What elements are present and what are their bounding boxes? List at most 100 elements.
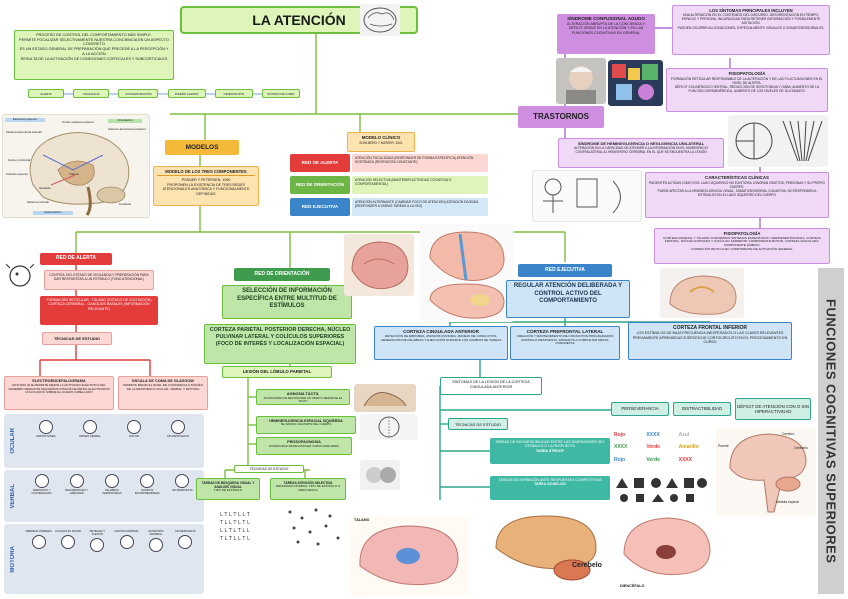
brainstem-diagram-image: Cerebro Puente Cerebelo Médula espinal [716,428,816,516]
brain-talamo-image: TÁLAMO [350,516,468,596]
glasgow-ocular-panel: OCULAR ESPONTÁNEA ORDEN VERBAL DOLOR SIN… [4,414,204,468]
side-title-text: FUNCIONES COGNITIVAS SUPERIORES [823,298,839,564]
diagram-label: Cortex prefrontal [7,158,31,162]
clinico-row: RED DE ORIENTACIÓN ATENCIÓN SELECTIVA (M… [290,176,488,196]
sintomas-line: PUEDEN OCURRIR ALUCINACIONES, ESPECIALME… [677,25,825,30]
faces-image [360,460,400,490]
arousal-step: ALERTA [28,89,64,98]
glasgow-verbal-item: SONIDOS INCOMPRENSIBLES [131,474,163,495]
fisiopatologia-2-line: FORMACIÓN RETICULAR: COMPONENTE DE ACTIV… [691,247,793,252]
sintoma-distractibilidad: DISTRACTIBILIDAD [673,402,731,416]
label-puente: Puente [718,444,729,448]
clinico-row-label: RED DE ALERTA [290,154,350,172]
red-ejecutiva-definition: REGULAR ATENCIÓN DELIBERADA Y CONTROL AC… [506,280,630,318]
glasgow-ocular-item: SIN RESPUESTA [159,420,197,438]
fisiopatologia-1-line: FORMACIÓN RETICULAR RESPONSABLE DE LA AL… [671,76,823,85]
modelo-clinico-table: RED DE ALERTA ATENCIÓN FOCALIZADA (RESPO… [290,154,488,218]
caracteristicas-line: PACIENTES ACTÚAN COMO SI EL LADO IZQUIER… [649,180,825,189]
caracteristicas-box: CARACTERÍSTICAS CLÍNICAS PACIENTES ACTÚA… [645,172,829,218]
intro-line: ES UN ESTADO GENERAL DE PREPARACIÓN QUE … [19,47,169,56]
red-orientacion-title: RED DE ORIENTACIÓN [254,270,310,277]
red-ejecutiva-title: RED EJECUTIVA [545,266,585,273]
clinico-row: RED DE ALERTA ATENCIÓN FOCALIZADA (RESPO… [290,154,488,174]
symbol-field-image [282,504,344,548]
red-alerta-tecnicas-header: TÉCNICAS DE ESTUDIO [42,332,112,345]
red-ejecutiva-tecnicas-header: TÉCNICAS DE ESTUDIO [448,418,508,430]
glasgow-verbal-panel: VERBAL ORIENTADO Y CONVERSANDO DESORIENT… [4,470,204,522]
fisiopatologia-2-line: CORTEZA PARIETAL Y TÁLAMO CONFORMAN SIST… [663,235,821,248]
svg-text:T L T L L T L: T L T L L T L [219,536,250,542]
clinico-row-text: ATENCIÓN SELECTIVA (MANTENER ACTIVIDAD C… [352,176,488,194]
clinico-row-label: RED DE ORIENTACIÓN [290,176,350,194]
page-title-text: LA ATENCIÓN [252,12,346,28]
corteza-frontal-inferior-box: CORTEZA FRONTAL INFERIOR LOS ESTÍMULOS D… [628,322,792,360]
fisiopatologia-2-box: FISIOPATOLOGÍA CORTEZA PARIETAL Y TÁLAMO… [654,228,830,264]
modelo-line: POSNER Y PETERSEN, 1990 [181,178,231,183]
clinico-row-text: ATENCIÓN FOCALIZADA (RESPONDER DE FORMA … [352,154,488,172]
trastornos-header: TRASTORNOS [518,106,604,128]
clinico-row: RED EJECUTIVA ATENCIÓN ALTERNANTE (CAMBI… [290,198,488,218]
brain-sagittal-small-image [660,268,744,318]
fisiopatologia-1-title: FISIOPATOLOGÍA [728,71,766,76]
sintomas-lesion-cingulada: SÍNTOMAS DE LA LESIÓN DE LA CORTEZA CING… [440,377,542,395]
brain-diencefalo-image: DIENCÉFALO [616,510,716,596]
arousal-step: CONCENTRACIÓN [118,89,159,98]
sintomas-box: LOS SÍNTOMAS PRINCIPALES INCLUYEN UNA AL… [672,5,830,55]
confusion-illustration-image [608,60,663,106]
head-alert-icon [6,262,34,290]
side-title-bar: FUNCIONES COGNITIVAS SUPERIORES [818,268,844,594]
modelo-clinico-header: MODELO CLÍNICO SOHLBERG Y MATEER, 2001 [347,132,415,152]
glasgow-motora-panel: MOTORA OBEDECE ÓRDENES LOCALIZA EL DOLOR… [4,524,204,594]
modelos-title: MODELOS [185,143,219,151]
red-orientacion-tecnicas-header: TÉCNICAS DE ESTUDIO [234,465,304,473]
brain-lateral-image [344,234,414,296]
stroop-word: Rojo [614,432,626,438]
glasgow-verbal-item: PALABRAS INAPROPIADAS [96,474,128,495]
diagram-label: Cortex parietal posterior [61,120,94,124]
modelos-header: MODELOS [165,140,239,155]
arousal-step: ESTADO DE COMA [261,89,300,98]
intro-line: PERMITE FOCALIZAR SELECTIVAMENTE NUESTRA… [19,37,169,47]
stroop-word: XXXX [614,444,628,451]
stroop-word: Verde [646,444,660,451]
brain-sketch-image [360,4,400,36]
red-orientacion-definition: SELECCIÓN DE INFORMACIÓN ESPECÍFICA ENTR… [222,285,352,319]
stroop-word: Azul [678,432,690,438]
red-alerta-header: RED DE ALERTA [40,253,112,265]
red-orientacion-anatomy: CORTEZA PARIETAL POSTERIOR DERECHA, NÚCL… [204,324,356,364]
gonogo-symbols-image [614,474,710,504]
brain-regions-image [420,224,514,322]
diagram-label: Cerebelo [118,202,132,206]
heminegligencia-espacial-box: HEMINEGLIGENCIA ESPACIAL IZQUIERDA SE IG… [256,416,356,434]
stroop-word: Verde [646,456,660,463]
sindrome-confusional-box: SÍNDROME CONFUSIONAL AGUDO ALTERACIÓN AB… [557,14,655,54]
electroencefalograma-box: ELECTROENCEFALOGRAMA ESTUDIO QUE PERMITE… [4,376,114,410]
atencion-selectiva-task: TAREAS ATENCIÓN SELECTIVA PARADIGMA ODDB… [270,478,346,500]
tarea-gonogo-box: TAREAS DE INHIBICIÓN ANTE RESPUESTAS COM… [490,476,610,500]
arousal-chain: ALERTA VIGILANCIA CONCENTRACIÓN DISEÑO A… [28,89,300,99]
glasgow-motora-label: MOTORA [10,545,16,573]
diagram-label: Sistema atencional anterior [5,130,43,134]
intro-definition-box: PROCESO DE CONTROL DEL COMPORTAMIENTO MÁ… [14,30,174,80]
red-ejecutiva-header: RED EJECUTIVA [518,264,612,277]
hand-object-image [354,384,416,412]
svg-text:T L L T L T L: T L L T L T L [219,520,250,526]
glasgow-verbal-label: VERBAL [10,483,16,509]
caracteristicas-title: CARACTERÍSTICAS CLÍNICAS [705,175,769,180]
sindrome-confusional-text: ALTERACIÓN ABRUPTA DE LA CONCIENCIA Y DÉ… [567,21,645,35]
clinico-row-text: ATENCIÓN ALTERNANTE (CAMBIAR FOCO DE ATE… [352,198,488,216]
brain-cerebelo-image: Cerebelo [486,508,612,588]
glasgow-motora-item: FLEXIÓN ANORMAL [113,530,140,553]
glasgow-scale-box: ESCALA DE COMA DE GLASGOW PERMITE MEDIR … [118,376,208,410]
caracteristicas-line: PUEDE AFECTAR A LA HEMINEGLIGENCIA VISUA… [657,188,817,197]
diagram-label: Sistema atencional posterior [108,127,146,131]
glasgow-ocular-item: ESPONTÁNEA [27,420,65,438]
glasgow-ocular-item: ORDEN VERBAL [71,420,109,438]
label-cerebelo-2: Cerebelo [794,446,808,450]
glasgow-motora-item: SIN RESPUESTA [172,530,199,553]
modelo-line: PROPONEN LA EXISTENCIA DE TRES REDES ATE… [162,182,250,196]
diagram-label: Sistema reticular [26,200,50,204]
sintomas-line: UNA ALTERACIÓN EN EL CONTENIDO DEL DISCU… [681,13,821,26]
glasgow-verbal-item: ORIENTADO Y CONVERSANDO [26,474,58,495]
